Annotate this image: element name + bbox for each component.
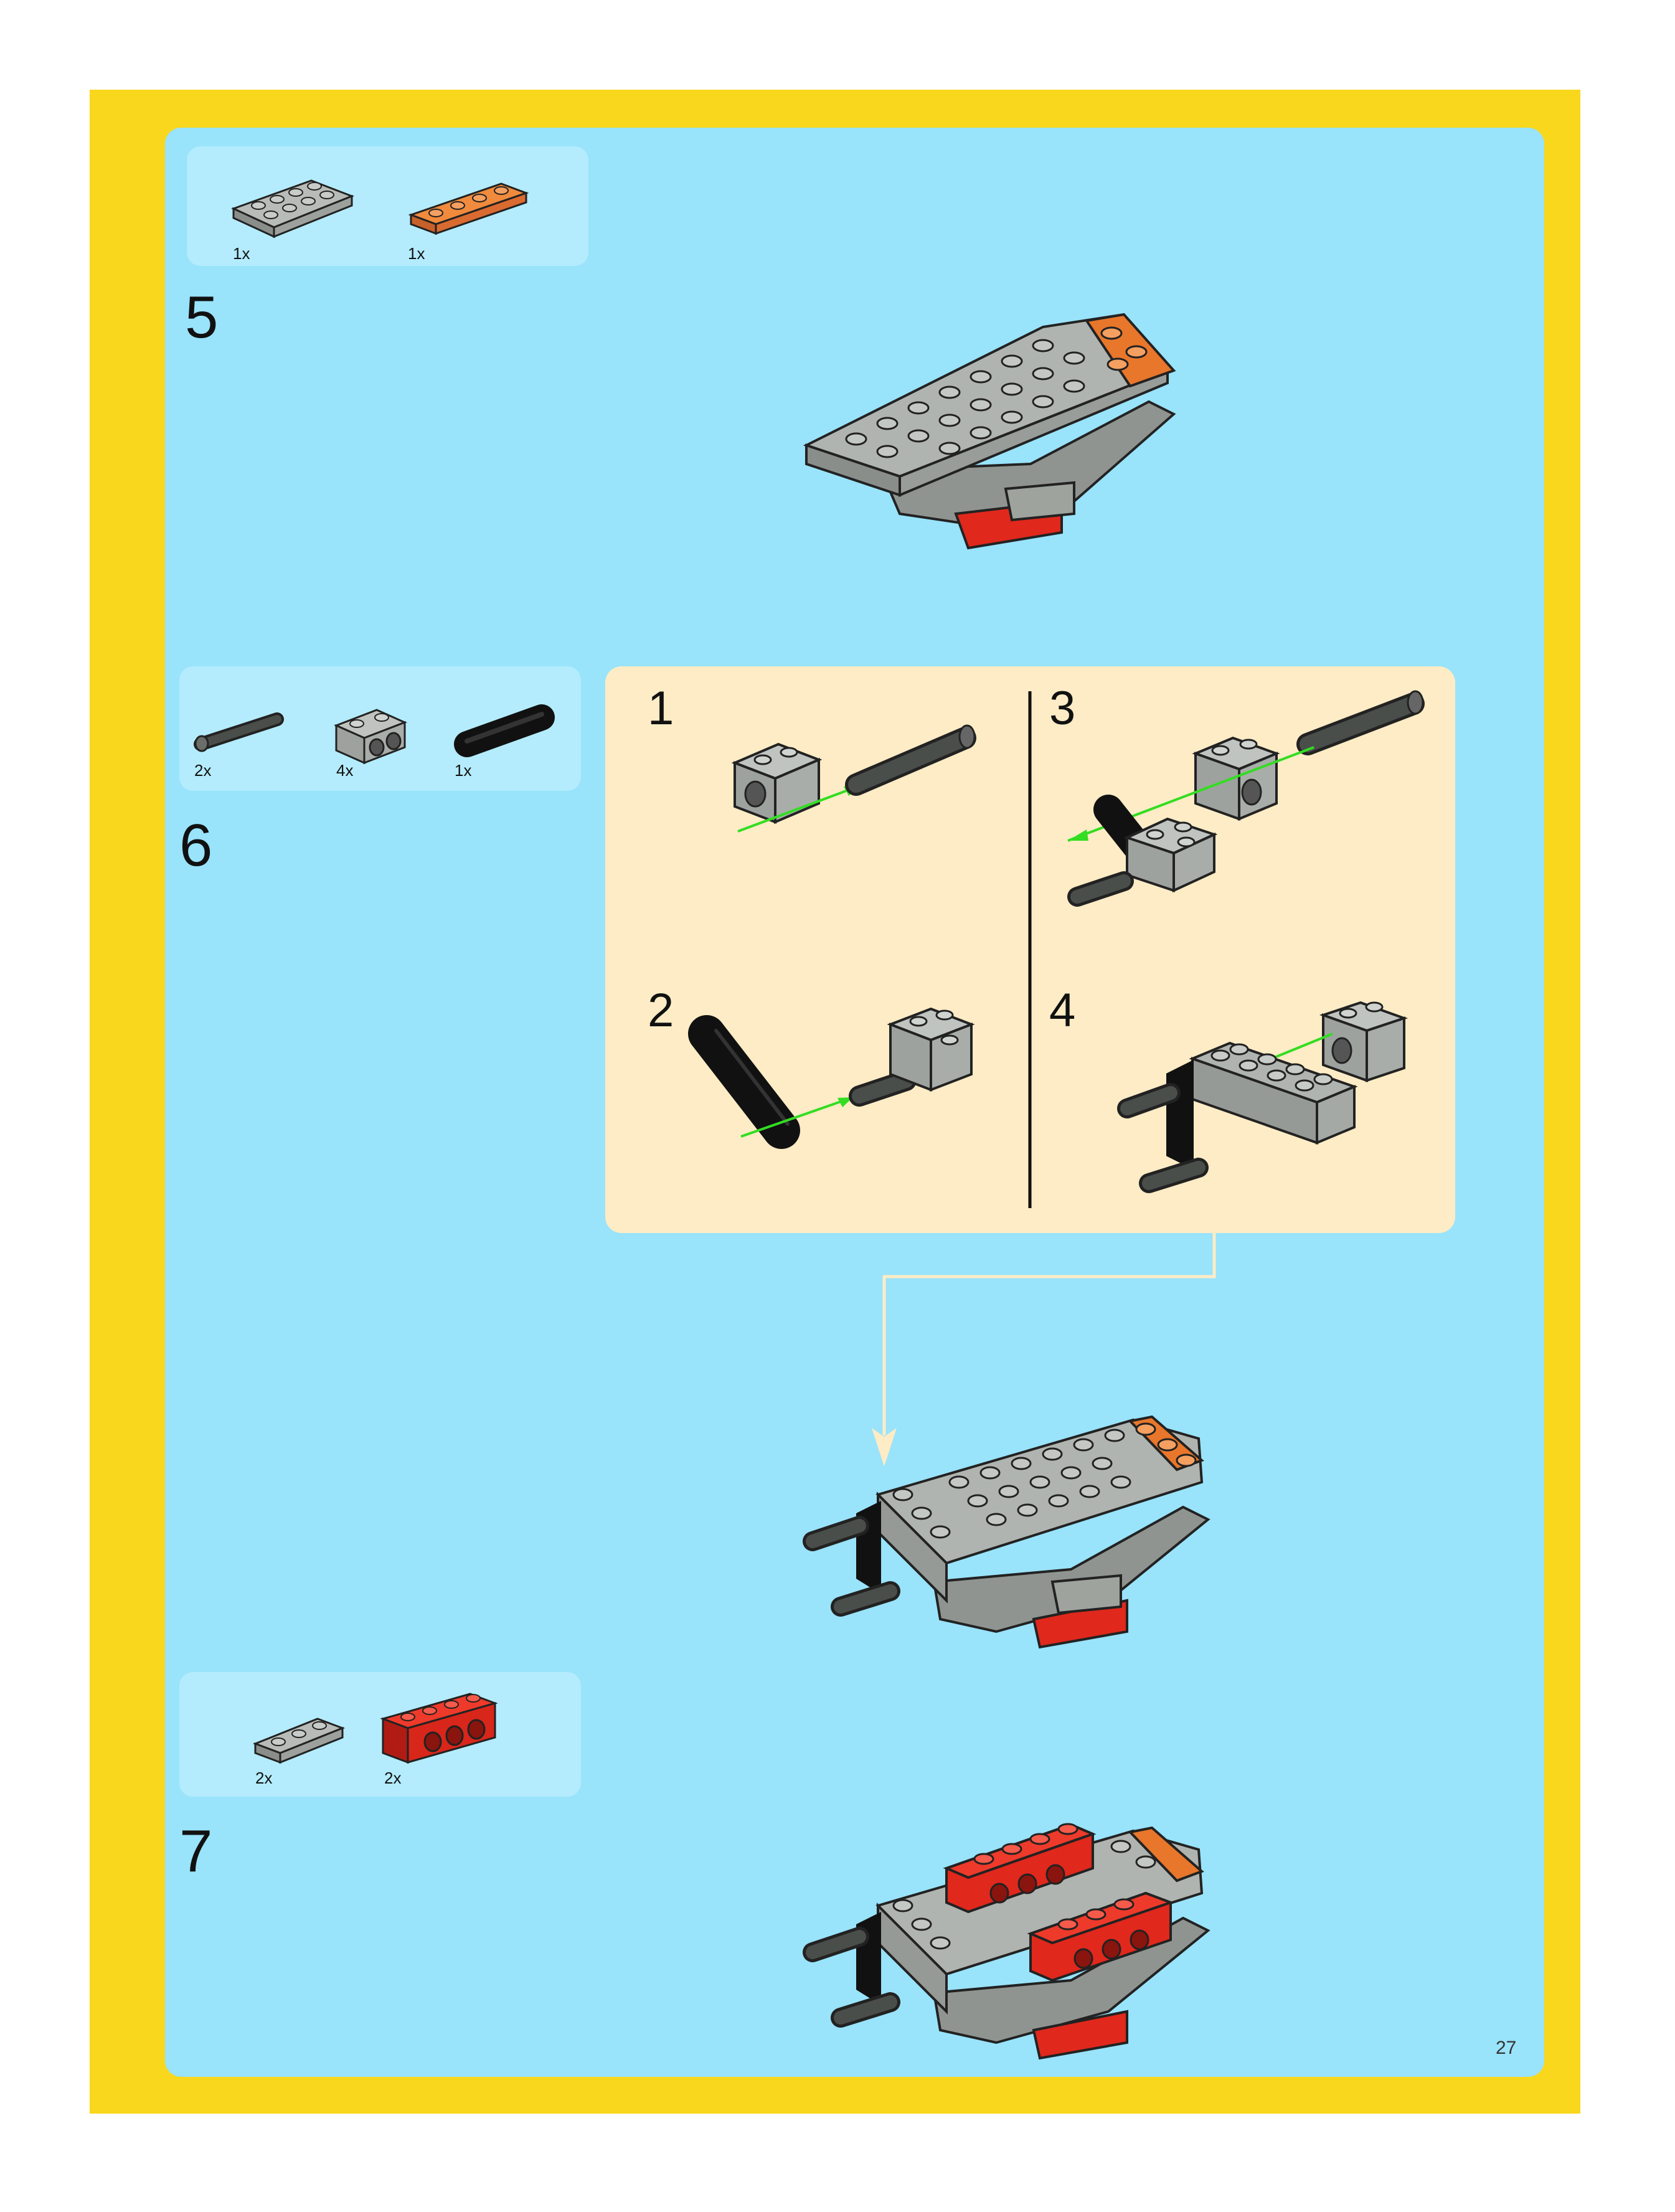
technic-brick-icon bbox=[333, 704, 408, 766]
dark-axle-icon bbox=[193, 710, 286, 754]
part-qty: 1x bbox=[408, 244, 425, 263]
part-qty: 1x bbox=[455, 761, 471, 780]
step-number: 5 bbox=[185, 288, 218, 347]
step-number: 6 bbox=[179, 816, 212, 876]
substep-1-illustration bbox=[732, 716, 981, 866]
substep-number: 2 bbox=[648, 987, 674, 1034]
black-liftarm-icon bbox=[451, 704, 557, 760]
substep-number: 1 bbox=[648, 685, 674, 732]
boat-model-step-6 bbox=[797, 1414, 1270, 1663]
substep-number: 4 bbox=[1049, 987, 1075, 1034]
substep-4-illustration bbox=[1118, 993, 1410, 1199]
part-qty: 2x bbox=[194, 761, 211, 780]
part-qty: 4x bbox=[336, 761, 353, 780]
sub-assembly-divider bbox=[1027, 691, 1032, 1208]
red-technic-brick-icon bbox=[380, 1691, 498, 1769]
page-number: 27 bbox=[1496, 2038, 1516, 2059]
grey-plate-2x4-icon bbox=[230, 168, 355, 243]
orange-plate-1x4-icon bbox=[408, 174, 532, 237]
boat-model-step-7 bbox=[797, 1787, 1270, 2086]
part-qty: 2x bbox=[384, 1769, 401, 1788]
substep-2-illustration bbox=[688, 996, 987, 1152]
boat-hull-model-step-5 bbox=[800, 308, 1211, 557]
substep-3-illustration bbox=[1052, 685, 1426, 922]
step-number: 7 bbox=[179, 1822, 212, 1881]
part-qty: 1x bbox=[233, 244, 250, 263]
grey-plate-1x3-icon bbox=[252, 1709, 346, 1765]
part-qty: 2x bbox=[255, 1769, 272, 1788]
